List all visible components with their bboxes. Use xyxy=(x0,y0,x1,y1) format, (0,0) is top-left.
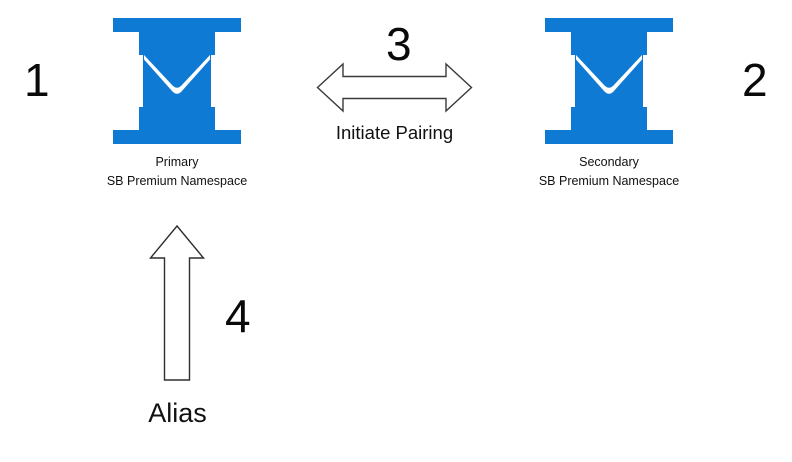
node-secondary-namespace: Secondary SB Premium Namespace xyxy=(494,18,724,191)
envelope-in-brackets-icon xyxy=(545,18,673,144)
node-secondary-subtitle: SB Premium Namespace xyxy=(538,174,680,188)
node-primary-namespace: Primary SB Premium Namespace xyxy=(62,18,292,191)
pairing-connector-label: Initiate Pairing xyxy=(335,122,454,143)
step-number-3: 3 xyxy=(386,18,412,70)
node-secondary-labels: Secondary SB Premium Namespace xyxy=(494,153,724,191)
double-headed-arrow-icon xyxy=(316,62,473,113)
step-number-2: 2 xyxy=(742,54,768,106)
step-number-1: 1 xyxy=(24,54,50,106)
step-number-4: 4 xyxy=(225,290,251,342)
node-secondary-title: Secondary xyxy=(579,155,639,169)
node-primary-title: Primary xyxy=(155,155,199,169)
node-primary-subtitle: SB Premium Namespace xyxy=(106,174,248,188)
alias-connector-label: Alias xyxy=(148,398,207,428)
envelope-in-brackets-icon xyxy=(113,18,241,144)
node-primary-labels: Primary SB Premium Namespace xyxy=(62,153,292,191)
up-arrow-icon xyxy=(149,224,205,381)
